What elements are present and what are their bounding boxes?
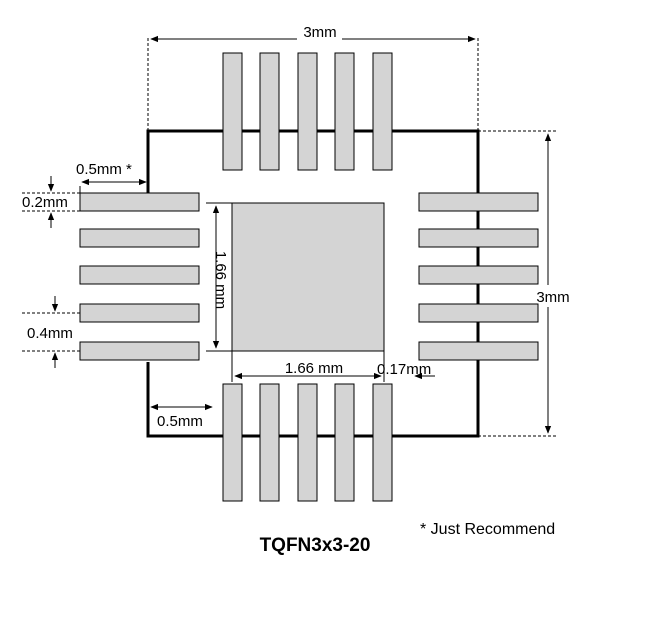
pad-bottom-5: [372, 383, 393, 502]
pad-right-1: [418, 192, 539, 212]
dim-right-height-label: 3mm: [536, 289, 569, 306]
dim-right-height: 3mm: [478, 130, 570, 437]
pad-left-2: [79, 228, 200, 248]
dim-pad-length: 0.5mm *: [76, 161, 147, 193]
dim-pad-pitch: 0.4mm: [22, 296, 80, 368]
dim-pad-pitch-label: 0.4mm: [27, 325, 73, 342]
pad-top-4: [334, 52, 355, 171]
pad-top-3: [297, 52, 318, 171]
pad-bottom-1: [222, 383, 243, 502]
pad-left-1: [79, 192, 200, 212]
pad-left-5: [79, 341, 200, 361]
left-pads: [79, 192, 200, 361]
pad-right-3: [418, 265, 539, 285]
dim-top-width-label: 3mm: [303, 24, 336, 41]
top-pads: [222, 52, 393, 171]
right-pads: [418, 192, 539, 361]
pad-bottom-3: [297, 383, 318, 502]
dim-center-height: 1.66 mm: [206, 202, 232, 352]
pad-right-4: [418, 303, 539, 323]
dim-pad-width: 0.2mm: [22, 176, 80, 228]
pad-right-2: [418, 228, 539, 248]
dim-pad-length-label: 0.5mm *: [76, 161, 132, 178]
dim-center-width: 1.66 mm: [231, 351, 385, 382]
dim-center-gap: 0.17mm: [377, 361, 435, 380]
dim-pad-offset: 0.5mm: [150, 403, 213, 430]
pad-top-1: [222, 52, 243, 171]
pad-top-5: [372, 52, 393, 171]
dim-center-width-label: 1.66 mm: [285, 360, 343, 377]
package-title: TQFN3x3-20: [260, 535, 371, 556]
pad-top-2: [259, 52, 280, 171]
exposed-pad: [231, 202, 385, 352]
dim-center-gap-label: 0.17mm: [377, 361, 431, 378]
pad-right-5: [418, 341, 539, 361]
pad-left-4: [79, 303, 200, 323]
dim-pad-offset-label: 0.5mm: [157, 413, 203, 430]
pad-left-3: [79, 265, 200, 285]
dim-top-width: 3mm: [147, 24, 479, 131]
bottom-pads: [222, 383, 393, 502]
dim-pad-width-label: 0.2mm: [22, 194, 68, 211]
recommend-note: * Just Recommend: [420, 521, 555, 538]
dim-center-height-label: 1.66 mm: [212, 251, 229, 309]
pad-bottom-4: [334, 383, 355, 502]
pad-bottom-2: [259, 383, 280, 502]
